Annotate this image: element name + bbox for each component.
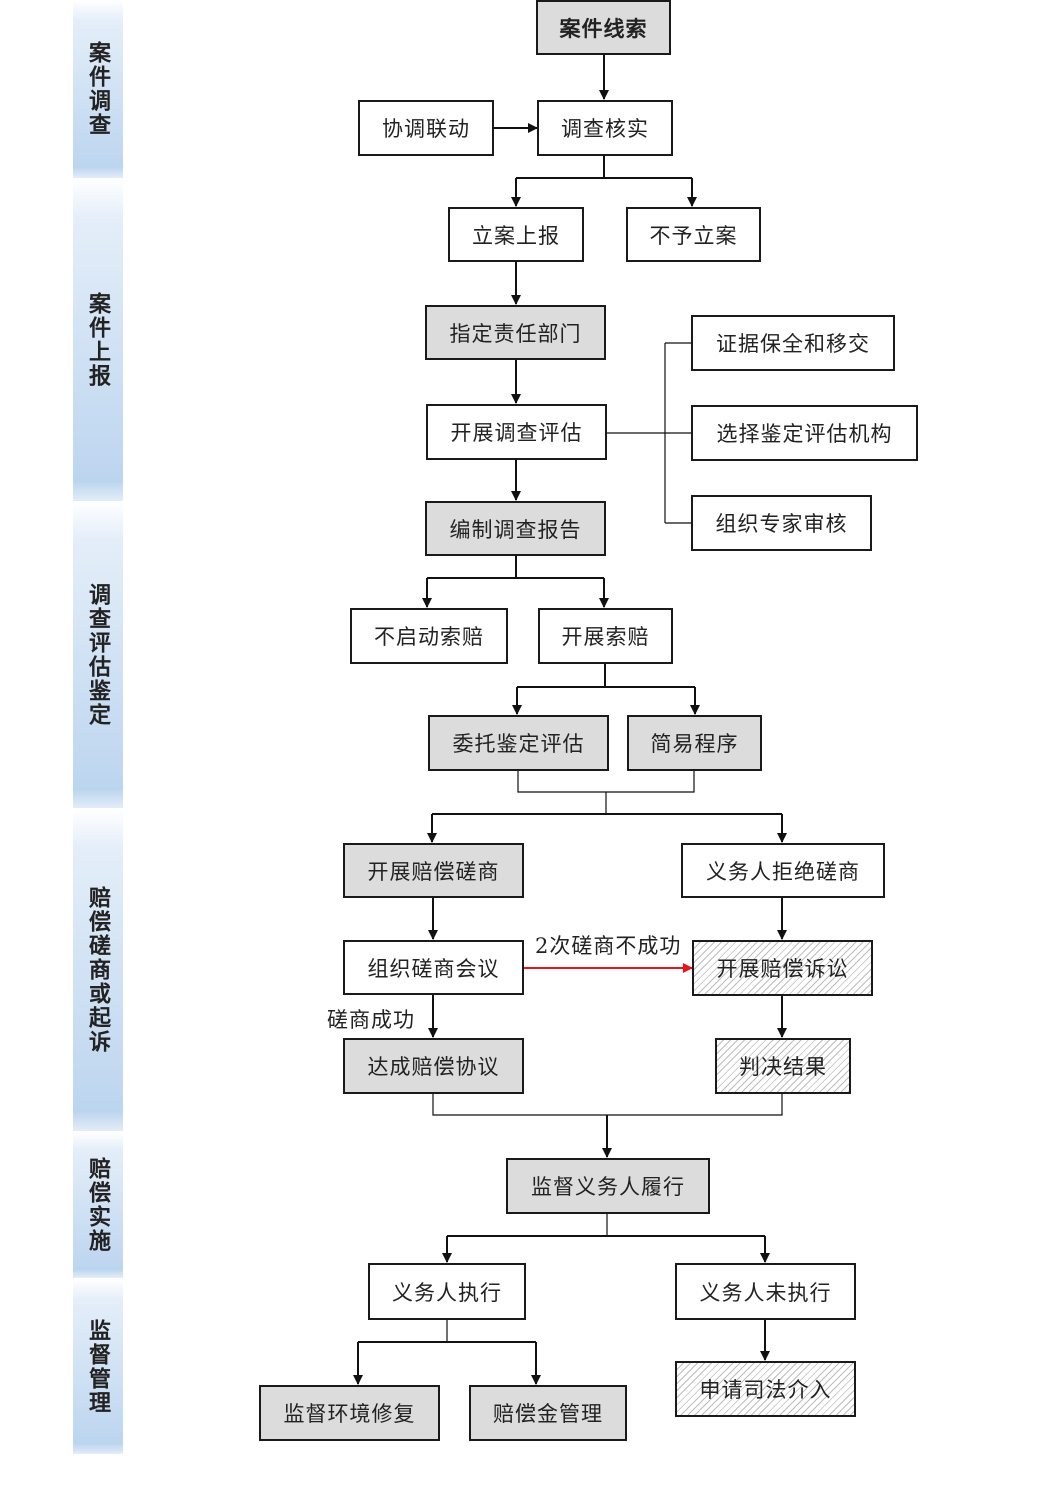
phase-implementation: 赔偿实施 xyxy=(73,1132,123,1278)
node-register-report: 立案上报 xyxy=(448,207,584,262)
edge-verify-split xyxy=(516,156,692,179)
node-obligor-refuses: 义务人拒绝磋商 xyxy=(681,843,885,898)
node-investigate-verify: 调查核实 xyxy=(537,100,673,156)
node-compensation-lawsuit: 开展赔偿诉讼 xyxy=(692,940,873,996)
node-conduct-assessment: 开展调查评估 xyxy=(426,404,607,460)
node-simple-procedure: 简易程序 xyxy=(627,715,762,771)
edge-merge-appraisal xyxy=(517,771,695,814)
node-supervise-restoration: 监督环境修复 xyxy=(259,1385,440,1441)
phase-assessment: 调查评估鉴定 xyxy=(73,502,123,808)
phase-negotiation-or-lawsuit: 赔偿磋商或起诉 xyxy=(73,809,123,1131)
phase-case-report: 案件上报 xyxy=(73,179,123,501)
node-select-agency: 选择鉴定评估机构 xyxy=(691,405,918,461)
node-compile-report: 编制调查报告 xyxy=(425,501,606,556)
node-judgment-result: 判决结果 xyxy=(715,1038,851,1094)
edge-assess-to-subtasks xyxy=(606,342,692,524)
edge-merge-to-supervise xyxy=(432,1094,783,1116)
node-negotiation-meeting: 组织磋商会议 xyxy=(343,940,524,995)
node-assign-department: 指定责任部门 xyxy=(425,305,606,360)
phase-case-investigation: 案件调查 xyxy=(73,0,123,178)
node-expert-review: 组织专家审核 xyxy=(691,495,872,551)
edge-label-two-failed: 2次磋商不成功 xyxy=(535,934,682,958)
edge-label-negotiation-success: 磋商成功 xyxy=(327,1008,415,1032)
node-coordination: 协调联动 xyxy=(358,100,494,156)
node-no-register: 不予立案 xyxy=(626,207,761,262)
node-no-claim: 不启动索赔 xyxy=(350,608,508,664)
node-start-claim: 开展索赔 xyxy=(538,608,673,664)
edge-claim-split xyxy=(517,664,695,688)
node-start-negotiation: 开展赔偿磋商 xyxy=(343,843,524,898)
node-entrust-appraisal: 委托鉴定评估 xyxy=(428,715,609,771)
node-fund-management: 赔偿金管理 xyxy=(469,1385,627,1441)
node-reach-agreement: 达成赔偿协议 xyxy=(343,1038,524,1094)
phase-supervision: 监督管理 xyxy=(73,1279,123,1454)
node-obligor-not-executes: 义务人未执行 xyxy=(675,1263,856,1320)
edge-report-split xyxy=(427,556,604,579)
node-judicial-intervention: 申请司法介入 xyxy=(675,1361,856,1417)
node-evidence-preservation: 证据保全和移交 xyxy=(691,315,895,371)
node-case-clue: 案件线索 xyxy=(536,0,671,55)
node-supervise-obligor: 监督义务人履行 xyxy=(506,1158,710,1214)
node-obligor-executes: 义务人执行 xyxy=(368,1263,526,1320)
